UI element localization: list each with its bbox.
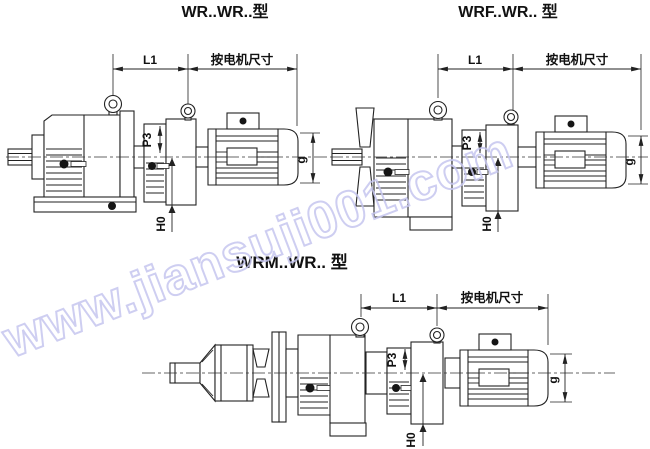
intermediate-gear-unit <box>365 327 445 425</box>
motor-nameplate <box>554 150 586 169</box>
motor <box>517 115 627 189</box>
diagram-wrf-flange-mounted: WRF..WR.. 型 <box>330 3 648 232</box>
dimensions: L1 按电机尺寸 P3 H0 g <box>360 290 572 448</box>
foot-mount <box>33 196 137 213</box>
eyebolt-icon <box>428 100 448 121</box>
shaft-mount-adapter <box>169 331 287 423</box>
oil-plug-icon <box>108 202 116 210</box>
eyebolt-icon <box>350 317 370 338</box>
dim-label-h0: H0 <box>480 216 494 232</box>
dimensions: L1 按电机尺寸 P3 H0 g <box>437 52 648 232</box>
diagram-title: WRM..WR.. 型 <box>236 252 347 272</box>
dim-label-g: g <box>294 156 308 163</box>
motor <box>195 112 299 186</box>
dim-label-l1: L1 <box>143 53 157 67</box>
eyebolt-icon <box>503 109 519 126</box>
dim-label-motor-size: 按电机尺寸 <box>546 52 609 67</box>
dim-label-g: g <box>546 376 560 383</box>
flange <box>355 107 375 148</box>
motor <box>444 333 549 407</box>
dim-label-p3: P3 <box>140 132 154 147</box>
dim-label-g: g <box>622 158 636 165</box>
intermediate-gear-unit <box>133 103 197 206</box>
diagram-title: WR..WR..型 <box>181 3 268 21</box>
oil-plug-icon <box>468 168 476 176</box>
dim-label-h0: H0 <box>404 432 418 448</box>
dim-label-p3: P3 <box>385 352 399 367</box>
oil-plug-icon <box>392 384 400 392</box>
dimensions: L1 按电机尺寸 P3 H0 g <box>112 52 320 232</box>
motor-nameplate <box>478 368 510 387</box>
oil-plug-icon <box>383 167 393 177</box>
oil-plug-icon <box>305 383 315 393</box>
eyebolt-icon <box>180 103 196 121</box>
diagram-wr-foot-mounted: WR..WR..型 <box>6 3 328 232</box>
oil-plug-icon <box>148 162 156 170</box>
eyebolt-icon <box>103 94 123 116</box>
dim-label-motor-size: 按电机尺寸 <box>461 290 524 305</box>
diagram-title: WRF..WR.. 型 <box>458 3 558 21</box>
dim-label-motor-size: 按电机尺寸 <box>211 52 274 67</box>
dim-label-h0: H0 <box>154 216 168 232</box>
gearbox <box>285 317 370 437</box>
oil-plug-icon <box>59 159 69 169</box>
gearbox <box>7 94 137 213</box>
diagram-wrm-shaft-mounted: WRM..WR.. 型 <box>142 252 615 448</box>
motor-nameplate <box>226 147 258 166</box>
dim-label-l1: L1 <box>392 291 406 305</box>
dim-label-p3: P3 <box>460 135 474 150</box>
dim-label-l1: L1 <box>468 53 482 67</box>
eyebolt-icon <box>429 327 445 344</box>
